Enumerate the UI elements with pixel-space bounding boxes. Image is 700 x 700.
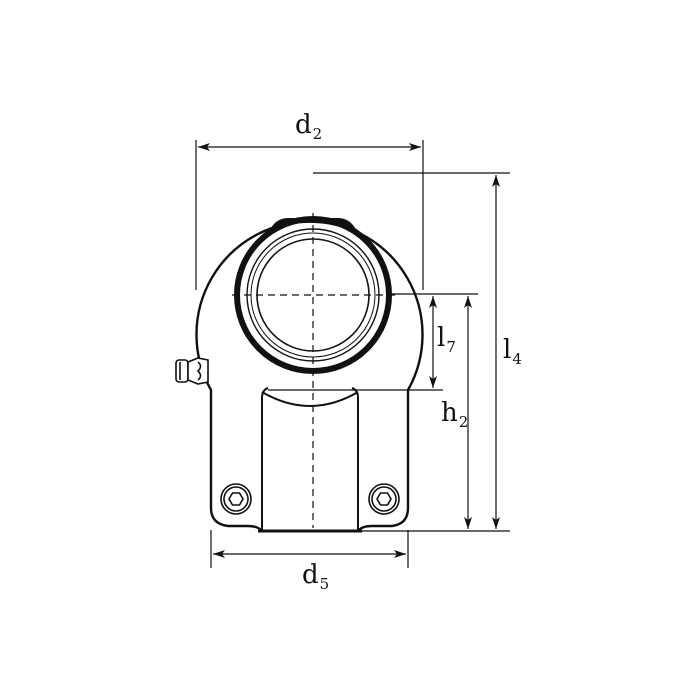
label-h2: h2 [441, 400, 468, 430]
label-d2-sub: 2 [312, 125, 323, 143]
label-d2-main: d [295, 110, 312, 140]
label-l4-main: l [503, 335, 512, 365]
label-h2-sub: 2 [458, 413, 469, 431]
outer-ring [246, 228, 380, 362]
label-l4: l4 [503, 337, 522, 367]
neck-right [351, 387, 359, 531]
label-d5: d5 [302, 562, 329, 592]
housing-body [195, 220, 424, 533]
label-d5-main: d [302, 560, 319, 590]
label-d2: d2 [295, 112, 322, 142]
circlip-hole-left [278, 222, 284, 228]
label-l7-sub: 7 [446, 338, 456, 356]
label-h2-main: h [441, 398, 458, 428]
extension-lines [195, 140, 510, 568]
clamp-screw-left [220, 483, 252, 515]
spherical-bearing [232, 213, 395, 528]
grease-nipple-icon [175, 357, 209, 385]
housing-outline [195, 220, 424, 533]
circlip-hole-right [342, 222, 348, 228]
label-l7: l7 [437, 325, 456, 355]
clamp-screw-right [368, 483, 400, 515]
label-l7-main: l [437, 323, 446, 353]
label-d5-sub: 5 [319, 575, 330, 593]
eye-lower-arc [261, 391, 359, 407]
dimension-lines [198, 143, 500, 558]
neck-left [261, 387, 269, 531]
label-l4-sub: 4 [512, 350, 522, 368]
